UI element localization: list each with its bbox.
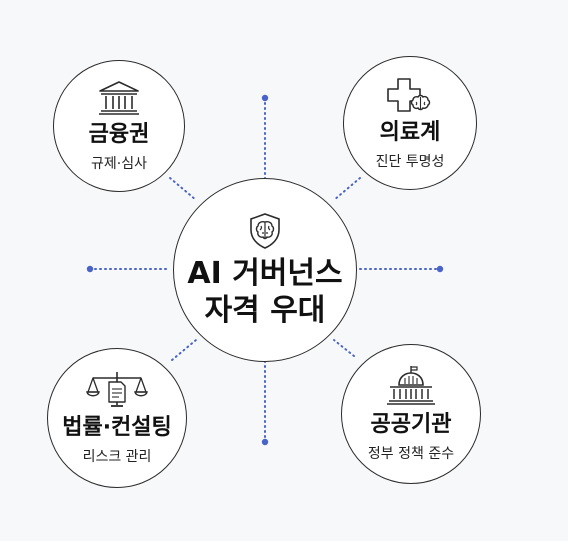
endpoint-dot-left (86, 265, 94, 273)
medical-subtitle: 진단 투명성 (375, 154, 445, 171)
center-title-line2: 자격 우대 (204, 293, 326, 328)
center-node: AI 거버넌스 자격 우대 (173, 178, 357, 362)
finance-node: 금융권 규제·심사 (53, 60, 185, 192)
endpoint-dot-bottom (261, 438, 269, 446)
medical-node: 의료계 진단 투명성 (343, 56, 477, 190)
connector-legal (171, 339, 197, 361)
scales-document-icon (86, 371, 148, 407)
public-subtitle: 정부 정책 준수 (367, 446, 455, 463)
public-node: 공공기관 정부 정책 준수 (341, 344, 481, 484)
connector-medical (333, 177, 361, 201)
capitol-building-icon (387, 365, 435, 405)
brain-shield-icon (250, 212, 280, 249)
endpoint-dot-right (436, 265, 444, 273)
bank-building-icon (99, 81, 139, 115)
medical-cross-brain-icon (387, 78, 431, 112)
legal-subtitle: 리스크 관리 (82, 449, 152, 466)
finance-subtitle: 규제·심사 (91, 156, 147, 173)
medical-title: 의료계 (379, 119, 441, 145)
public-title: 공공기관 (370, 411, 452, 437)
legal-title: 법률·컨설팅 (62, 414, 172, 440)
center-title-line1: AI 거버넌스 (187, 255, 343, 291)
legal-node: 법률·컨설팅 리스크 관리 (47, 348, 187, 488)
connector-public (333, 339, 355, 357)
finance-title: 금융권 (88, 121, 150, 147)
endpoint-dot-top (261, 94, 269, 102)
connector-finance (169, 177, 197, 201)
